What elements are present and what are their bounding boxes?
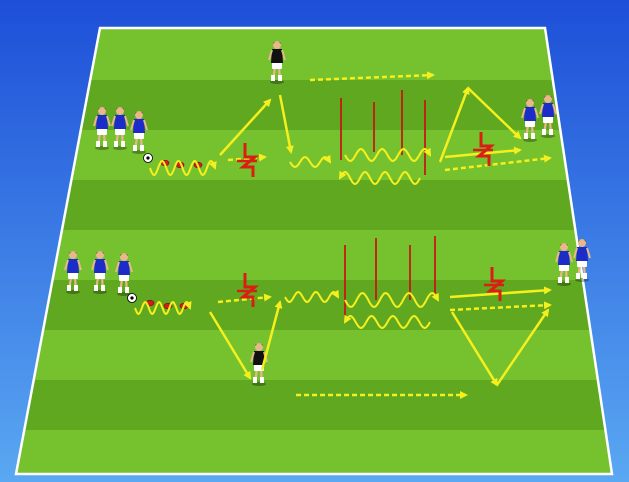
pass-arrow-icon [260, 300, 283, 371]
agility-zigzag-icon [237, 273, 260, 307]
end-player-1 [521, 99, 539, 142]
drills-layer [64, 41, 591, 399]
pass-arrow-icon [278, 94, 294, 154]
pass-arrow-icon [495, 308, 550, 386]
pitch-stripe [61, 180, 576, 230]
dribble-wave-icon [134, 300, 192, 316]
run-arrow-icon [444, 154, 552, 172]
queue-player-4 [64, 251, 82, 294]
dribble-wave-icon [344, 291, 439, 309]
agility-zigzag-icon [484, 267, 507, 301]
run-arrow-icon [309, 71, 435, 82]
pitch-stripe [80, 80, 561, 130]
pass-arrow-icon [467, 87, 522, 140]
agility-zigzag-icon [237, 143, 260, 177]
dribble-wave-icon [339, 170, 421, 186]
ball-icon [127, 293, 137, 303]
end-player-2 [539, 95, 557, 138]
pass-arrow-icon [208, 311, 252, 380]
end-player-4 [573, 239, 591, 282]
run-arrow-icon [217, 293, 272, 304]
pitch-stripe [33, 330, 598, 380]
queue-player-5 [91, 251, 109, 294]
queue-player-3 [130, 111, 148, 154]
ball-icon [143, 153, 153, 163]
dribble-wave-icon [344, 314, 431, 330]
queue-player-6 [115, 253, 133, 296]
queue-player-2 [111, 107, 129, 150]
pass-arrow-icon [438, 86, 470, 163]
dribble-wave-icon [344, 147, 431, 163]
pitch-stripe [16, 430, 612, 474]
run-arrow-icon [449, 301, 552, 312]
pitch-stripe [52, 230, 583, 280]
dribble-wave-icon [289, 154, 332, 169]
dribble-wave-icon [284, 289, 340, 304]
agility-zigzag-icon [473, 132, 496, 166]
end-player-3 [555, 243, 573, 286]
pass-arrow-icon [450, 311, 499, 387]
pass-arrow-icon [219, 98, 272, 156]
pitch-stripe [90, 28, 553, 80]
dribble-wave-icon [149, 159, 217, 177]
pitch-stripe [43, 280, 591, 330]
feeder-player-top [268, 41, 286, 84]
pitch [14, 26, 614, 476]
pitch-boundary [14, 26, 614, 476]
queue-player-1 [93, 107, 111, 150]
pitch-stripe [24, 380, 606, 430]
